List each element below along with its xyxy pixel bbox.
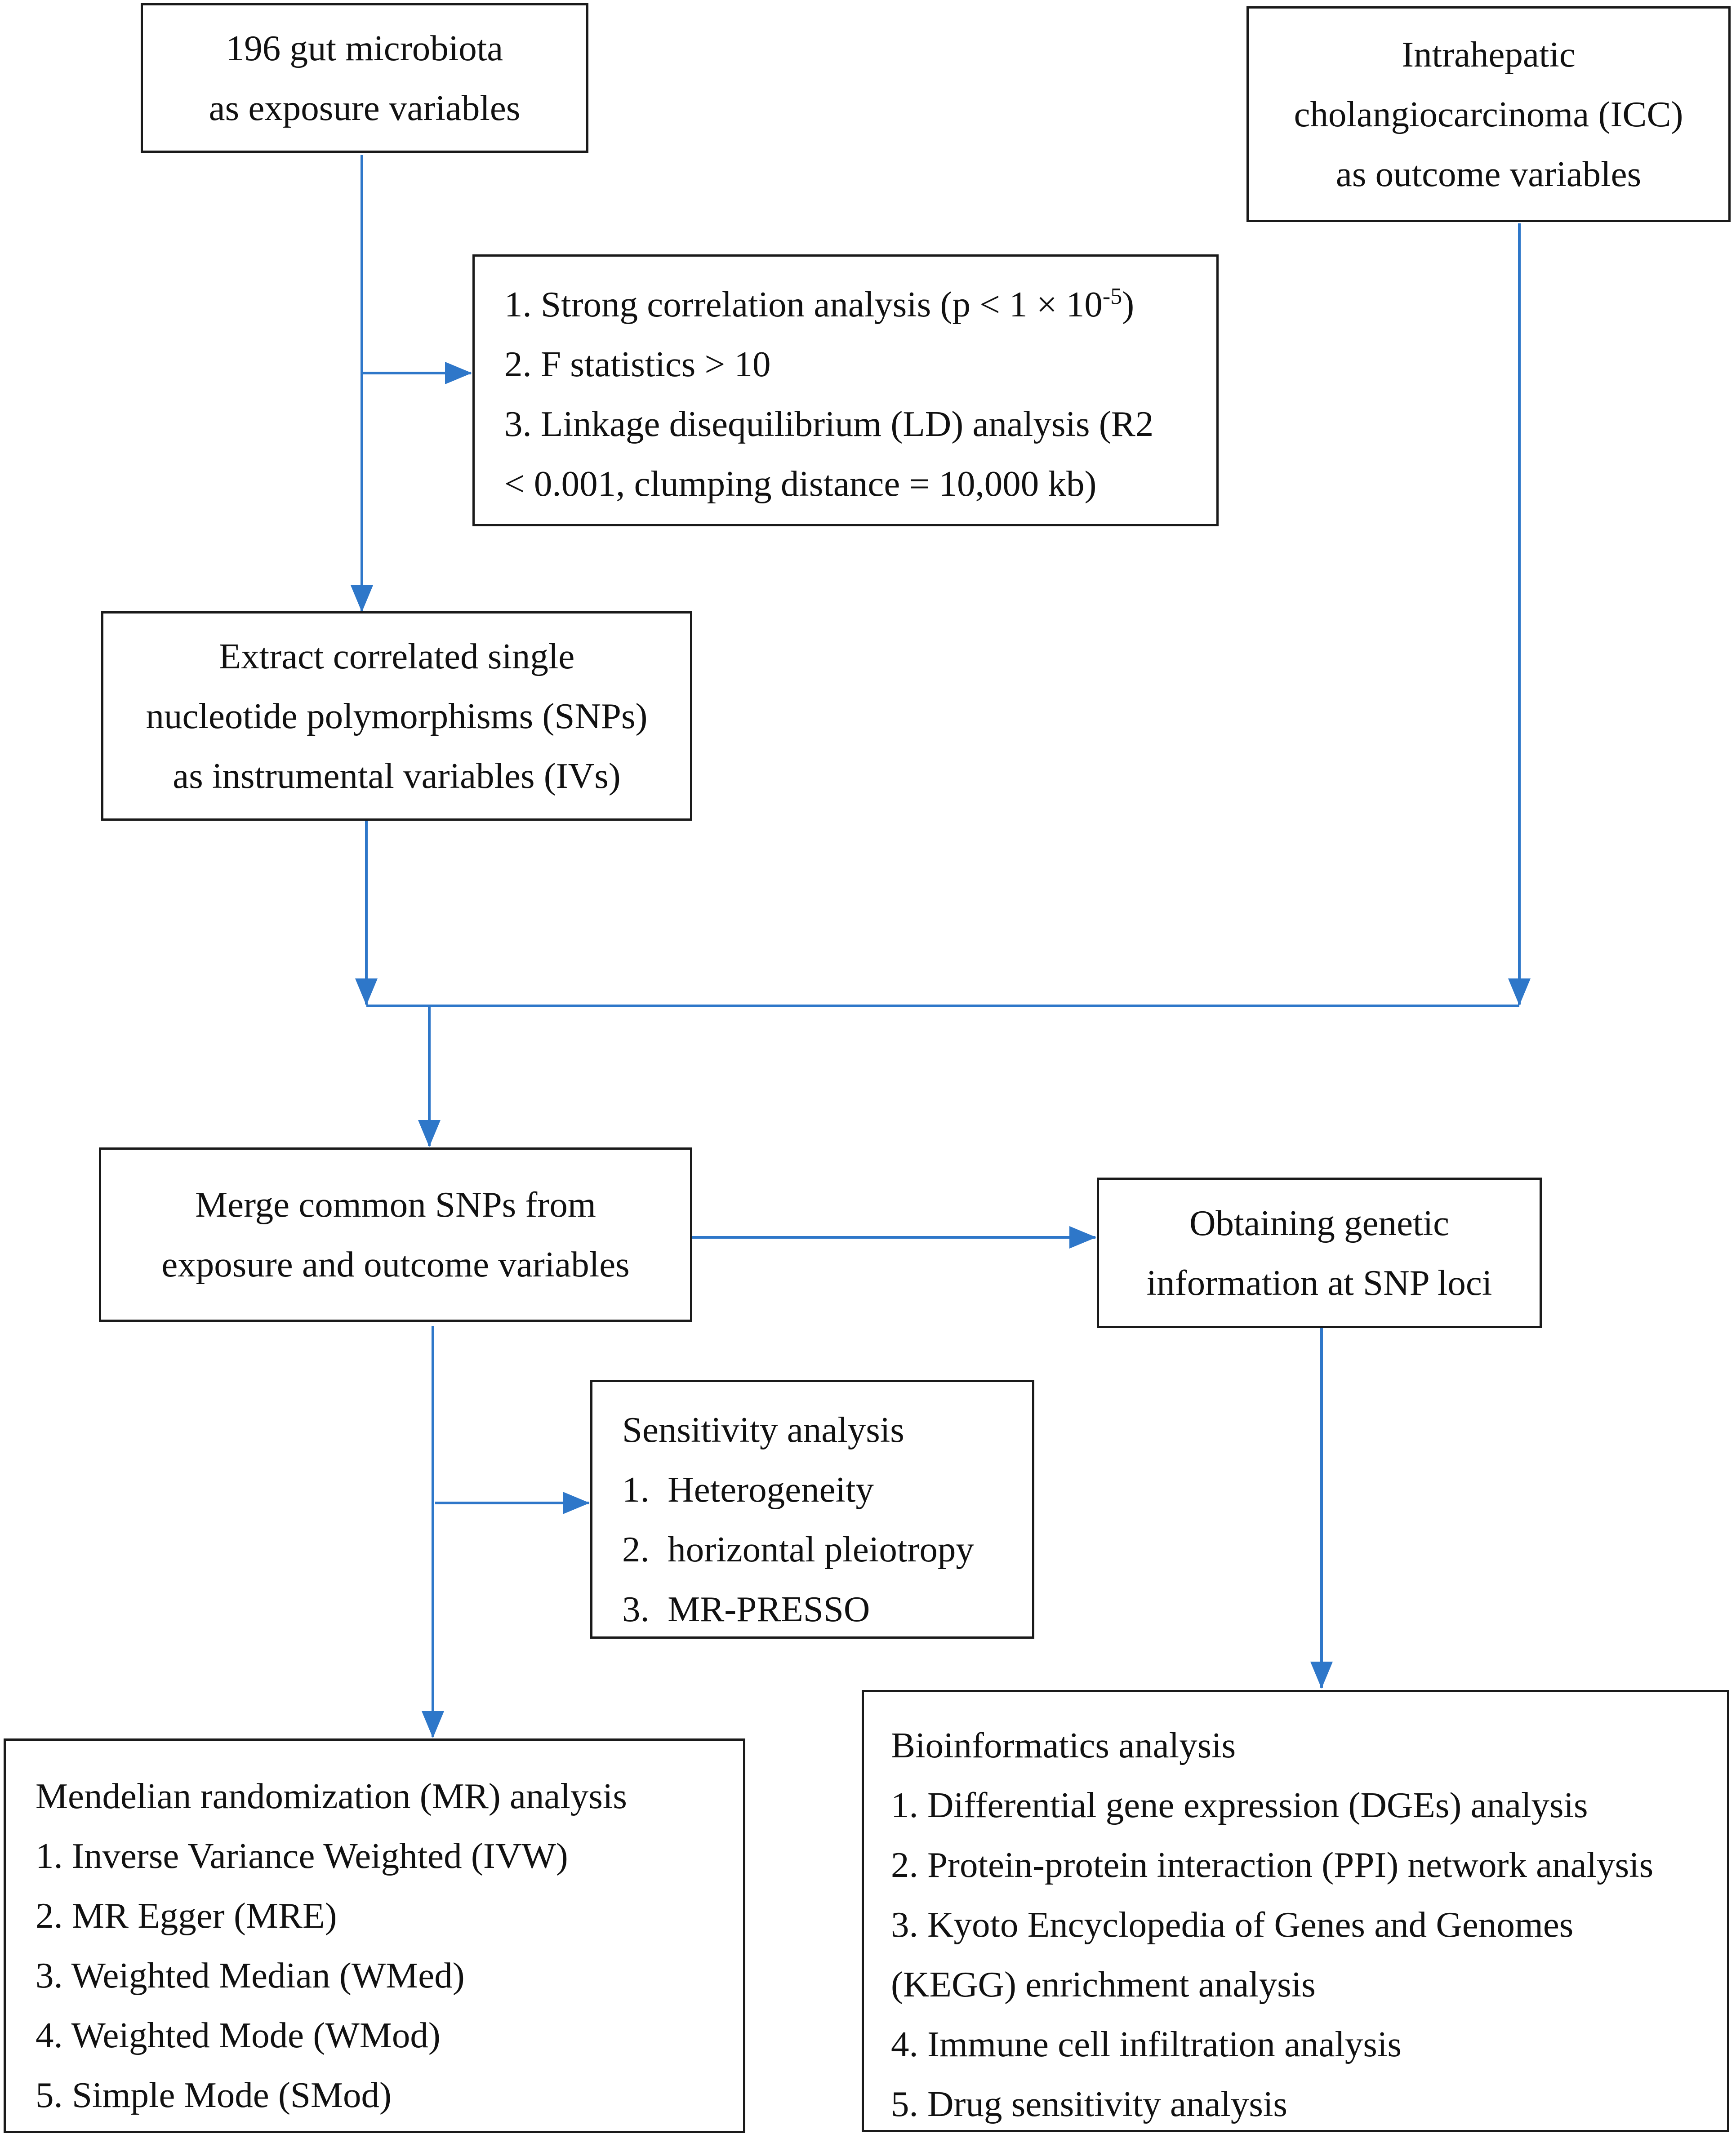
bio-item-4: 4. Immune cell infiltration analysis [891,2024,1402,2064]
criteria-line-3: 3. Linkage disequilibrium (LD) analysis … [504,404,1154,444]
genetic-line-1: Obtaining genetic [1189,1202,1450,1243]
criteria-line-2: 2. F statistics > 10 [504,344,771,384]
merge-line-1: Merge common SNPs from [195,1184,596,1225]
bio-item-1: 1. Differential gene expression (DGEs) a… [891,1785,1588,1825]
genetic-line-2: information at SNP loci [1146,1262,1492,1303]
mr-item-5: 5. Simple Mode (SMod) [36,2075,392,2115]
bio-title: Bioinformatics analysis [891,1725,1236,1765]
bio-item-2: 2. Protein-protein interaction (PPI) net… [891,1845,1654,1885]
bio-item-3a: 3. Kyoto Encyclopedia of Genes and Genom… [891,1904,1574,1945]
mr-item-3: 3. Weighted Median (WMed) [36,1955,465,1996]
extract-line-3: as instrumental variables (IVs) [173,755,621,796]
bio-item-3b: (KEGG) enrichment analysis [891,1964,1316,2005]
extract-line-1: Extract correlated single [218,636,575,676]
merge-snps-box: Merge common SNPs from exposure and outc… [99,1147,692,1322]
sensitivity-item-3: 3. MR-PRESSO [622,1589,870,1629]
criteria-line-4: < 0.001, clumping distance = 10,000 kb) [504,463,1097,504]
extract-snps-box: Extract correlated single nucleotide pol… [101,611,692,821]
sensitivity-item-2: 2. horizontal pleiotropy [622,1529,974,1569]
extract-line-2: nucleotide polymorphisms (SNPs) [146,695,648,736]
criteria-box: 1. Strong correlation analysis (p < 1 × … [472,254,1219,526]
exposure-line-1: 196 gut microbiota [226,27,503,68]
genetic-info-box: Obtaining genetic information at SNP loc… [1097,1178,1542,1328]
mr-item-2: 2. MR Egger (MRE) [36,1895,337,1936]
merge-line-2: exposure and outcome variables [161,1244,630,1285]
outcome-line-3: as outcome variables [1335,153,1642,194]
bioinformatics-analysis-box: Bioinformatics analysis 1. Differential … [862,1690,1729,2132]
sensitivity-analysis-box: Sensitivity analysis 1. Heterogeneity 2.… [590,1380,1034,1639]
sensitivity-item-1: 1. Heterogeneity [622,1469,874,1510]
exposure-box: 196 gut microbiota as exposure variables [141,3,588,153]
mr-item-1: 1. Inverse Variance Weighted (IVW) [36,1836,568,1876]
bio-item-5: 5. Drug sensitivity analysis [891,2084,1287,2124]
mr-analysis-box: Mendelian randomization (MR) analysis 1.… [4,1738,745,2133]
outcome-line-1: Intrahepatic [1402,34,1576,75]
outcome-line-2: cholangiocarcinoma (ICC) [1294,93,1683,134]
criteria-line-1: 1. Strong correlation analysis (p < 1 × … [504,284,1135,325]
outcome-box: Intrahepatic cholangiocarcinoma (ICC) as… [1246,6,1731,222]
exposure-line-2: as exposure variables [209,87,521,128]
sensitivity-title: Sensitivity analysis [622,1409,904,1450]
mr-item-4: 4. Weighted Mode (WMod) [36,2015,441,2055]
mr-title: Mendelian randomization (MR) analysis [36,1776,627,1816]
